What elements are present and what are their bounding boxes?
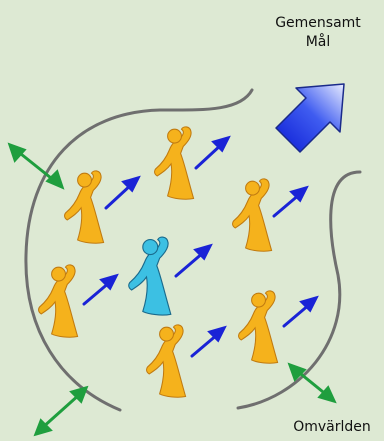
direction-arrow-icon [190,325,227,358]
goal-label: Gemensamt Mål [258,14,378,52]
dancing-person-icon [64,170,105,244]
dancing-person-icon [238,290,279,364]
direction-arrow-icon [194,135,231,170]
direction-arrows [82,135,319,358]
goal-label-line1: Gemensamt [275,15,361,31]
exchange-arrow-icon [33,385,89,437]
group-boundary-right [236,170,362,410]
exchange-arrow-icon [287,362,337,404]
direction-arrow-icon [282,295,319,328]
direction-arrow-icon [104,175,141,210]
exchange-arrow-icon [7,142,65,190]
goal-arrow-icon [275,83,345,153]
environment-label: Omvärlden [293,419,371,435]
direction-arrow-icon [272,185,309,218]
dancing-person-icon [232,178,273,252]
direction-arrow-icon [174,243,213,278]
direction-arrow-icon [82,273,119,306]
dancing-leader-icon [128,236,172,316]
dancing-person-icon [146,324,187,398]
leader-figure [128,236,172,316]
dancing-person-icon [154,126,195,200]
goal-label-line2: Mål [305,34,331,50]
group-boundary-left [24,88,254,412]
dancing-person-icon [38,264,79,338]
exchange-arrows [7,142,337,437]
